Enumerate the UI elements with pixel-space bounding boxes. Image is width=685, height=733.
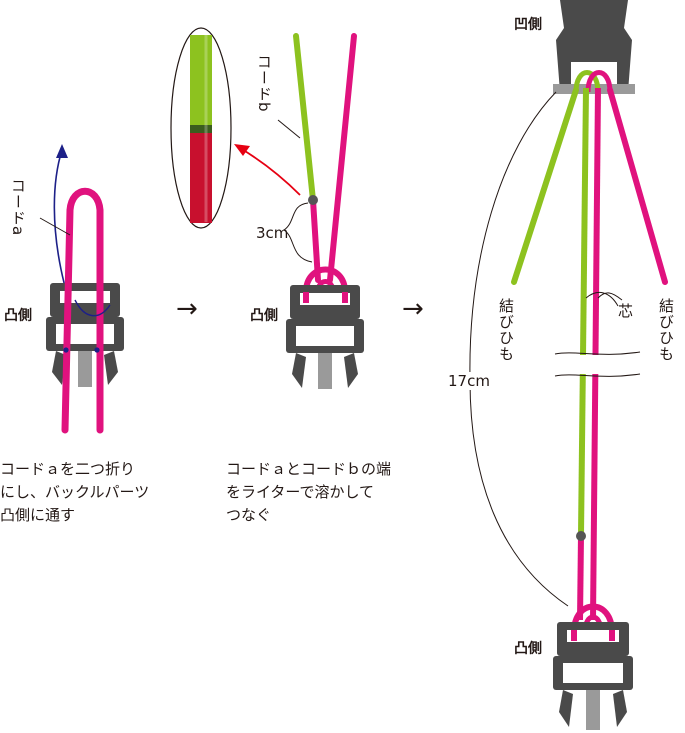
buckle-male-icon <box>46 283 124 387</box>
length-3cm-label: 3cm <box>256 224 289 242</box>
cord-b-green <box>293 33 316 203</box>
step1-illustration <box>39 144 124 434</box>
cord-a-pink-right <box>327 33 357 283</box>
cord-b-label: コードb <box>255 54 273 113</box>
left-tie-label: 結びひも <box>497 298 515 362</box>
step2-caption: コードａとコードｂの端 をライターで溶かして つなぐ <box>226 460 392 524</box>
threading-arrow-head <box>56 144 68 158</box>
step1-caption: コードａを二つ折り にし、バックルパーツ 凸側に通す <box>0 460 150 524</box>
joint-dot <box>308 195 318 205</box>
cord-a-leader <box>39 217 71 236</box>
cord-a <box>61 187 104 434</box>
step2-illustration <box>277 33 364 389</box>
step2-buckle-label: 凸側 <box>250 308 278 324</box>
arrow-icon: → <box>176 294 198 324</box>
cord-closeup-photo <box>170 27 232 229</box>
joint-dot <box>576 531 586 541</box>
core-green <box>578 87 589 536</box>
top-buckle-label: 凹側 <box>514 17 542 33</box>
cord-a-pink-left <box>310 197 321 283</box>
closeup-arrow <box>239 147 301 196</box>
step3-illustration <box>469 0 668 730</box>
arrow-icon: → <box>402 294 424 324</box>
right-tie <box>607 87 668 285</box>
right-tie-label: 結びひも <box>657 298 675 362</box>
step1-buckle-label: 凸側 <box>4 308 32 324</box>
core-label: 芯 <box>618 302 634 320</box>
length-17cm-label: 17cm <box>448 372 490 390</box>
buckle-male-icon <box>553 603 633 730</box>
buckle-male-icon <box>286 266 364 389</box>
bottom-buckle-label: 凸側 <box>514 641 542 657</box>
cord-a-label: コードa <box>9 178 27 237</box>
left-tie <box>511 87 579 285</box>
